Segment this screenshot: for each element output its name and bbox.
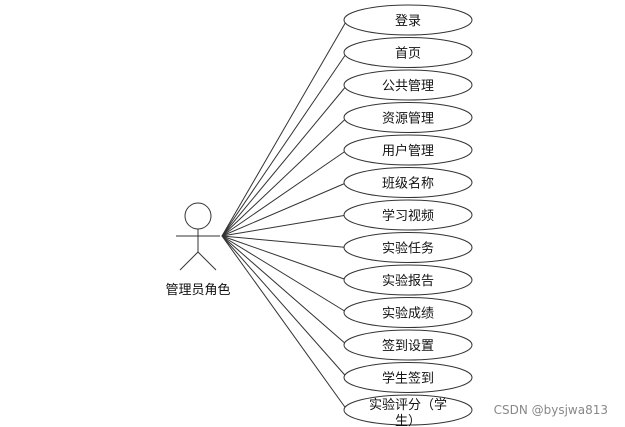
association-line — [221, 235, 348, 281]
association-line — [221, 235, 348, 248]
use-case: 实验评分（学生） — [343, 394, 473, 427]
actor-right-leg — [197, 251, 217, 271]
use-case-ellipse — [343, 37, 473, 68]
use-case: 学习视频 — [343, 199, 473, 231]
use-case-label: 资源管理 — [382, 112, 434, 127]
use-case-ellipse — [343, 394, 473, 426]
use-case: 首页 — [343, 37, 473, 68]
use-case-list: 登录首页公共管理资源管理用户管理班级名称学习视频实验任务实验报告实验成绩签到设置… — [343, 4, 473, 427]
use-case-label: 用户管理 — [382, 143, 434, 159]
use-case: 公共管理 — [343, 69, 473, 101]
association-line — [221, 117, 348, 237]
use-case: 登录 — [343, 4, 473, 36]
use-case-label: 首页 — [395, 47, 421, 62]
association-line — [221, 235, 348, 346]
use-case-label: 签到设置 — [382, 338, 434, 354]
association-line — [221, 235, 348, 411]
use-case-label: 实验任务 — [382, 241, 434, 257]
use-case-ellipse — [343, 199, 473, 231]
association-line — [221, 235, 348, 313]
use-case-ellipse — [343, 297, 473, 328]
association-line — [221, 214, 348, 237]
use-case: 实验报告 — [343, 264, 473, 296]
use-case-ellipse — [343, 232, 473, 263]
association-line — [221, 182, 348, 237]
use-case-label: 班级名称 — [382, 176, 434, 192]
use-case-label: 实验报告 — [382, 273, 434, 289]
use-case-ellipse — [343, 362, 473, 393]
use-case-ellipse — [343, 264, 473, 296]
use-case: 用户管理 — [343, 134, 473, 166]
use-case-label: 实验成绩 — [382, 306, 434, 322]
association-line — [221, 235, 348, 378]
association-line — [221, 84, 348, 237]
watermark: CSDN @bysjwa813 — [494, 403, 608, 417]
association-line — [221, 19, 348, 237]
use-case-label: 登录 — [395, 14, 421, 29]
use-case: 资源管理 — [343, 102, 473, 133]
association-line — [221, 149, 348, 237]
use-case-label: 学生签到 — [382, 371, 434, 387]
use-case-ellipse — [343, 167, 473, 198]
association-line — [221, 52, 348, 237]
use-case-ellipse — [343, 4, 473, 36]
actor-administrator: 管理员角色 — [165, 202, 231, 298]
use-case: 实验任务 — [343, 232, 473, 263]
use-case-label: 实验评分（学 — [369, 397, 447, 413]
actor-head — [184, 202, 212, 230]
use-case-ellipse — [343, 329, 473, 361]
use-case: 班级名称 — [343, 167, 473, 198]
actor-left-leg — [179, 251, 199, 271]
use-case-ellipse — [343, 102, 473, 133]
association-lines — [221, 19, 348, 411]
use-case-label: 公共管理 — [382, 79, 434, 94]
use-case-label: 学习视频 — [382, 208, 434, 224]
actor-label: 管理员角色 — [165, 282, 230, 298]
use-case: 实验成绩 — [343, 297, 473, 328]
use-case: 签到设置 — [343, 329, 473, 361]
use-case-label: 生） — [395, 414, 421, 427]
use-case: 学生签到 — [343, 362, 473, 393]
use-case-ellipse — [343, 69, 473, 101]
use-case-ellipse — [343, 134, 473, 166]
